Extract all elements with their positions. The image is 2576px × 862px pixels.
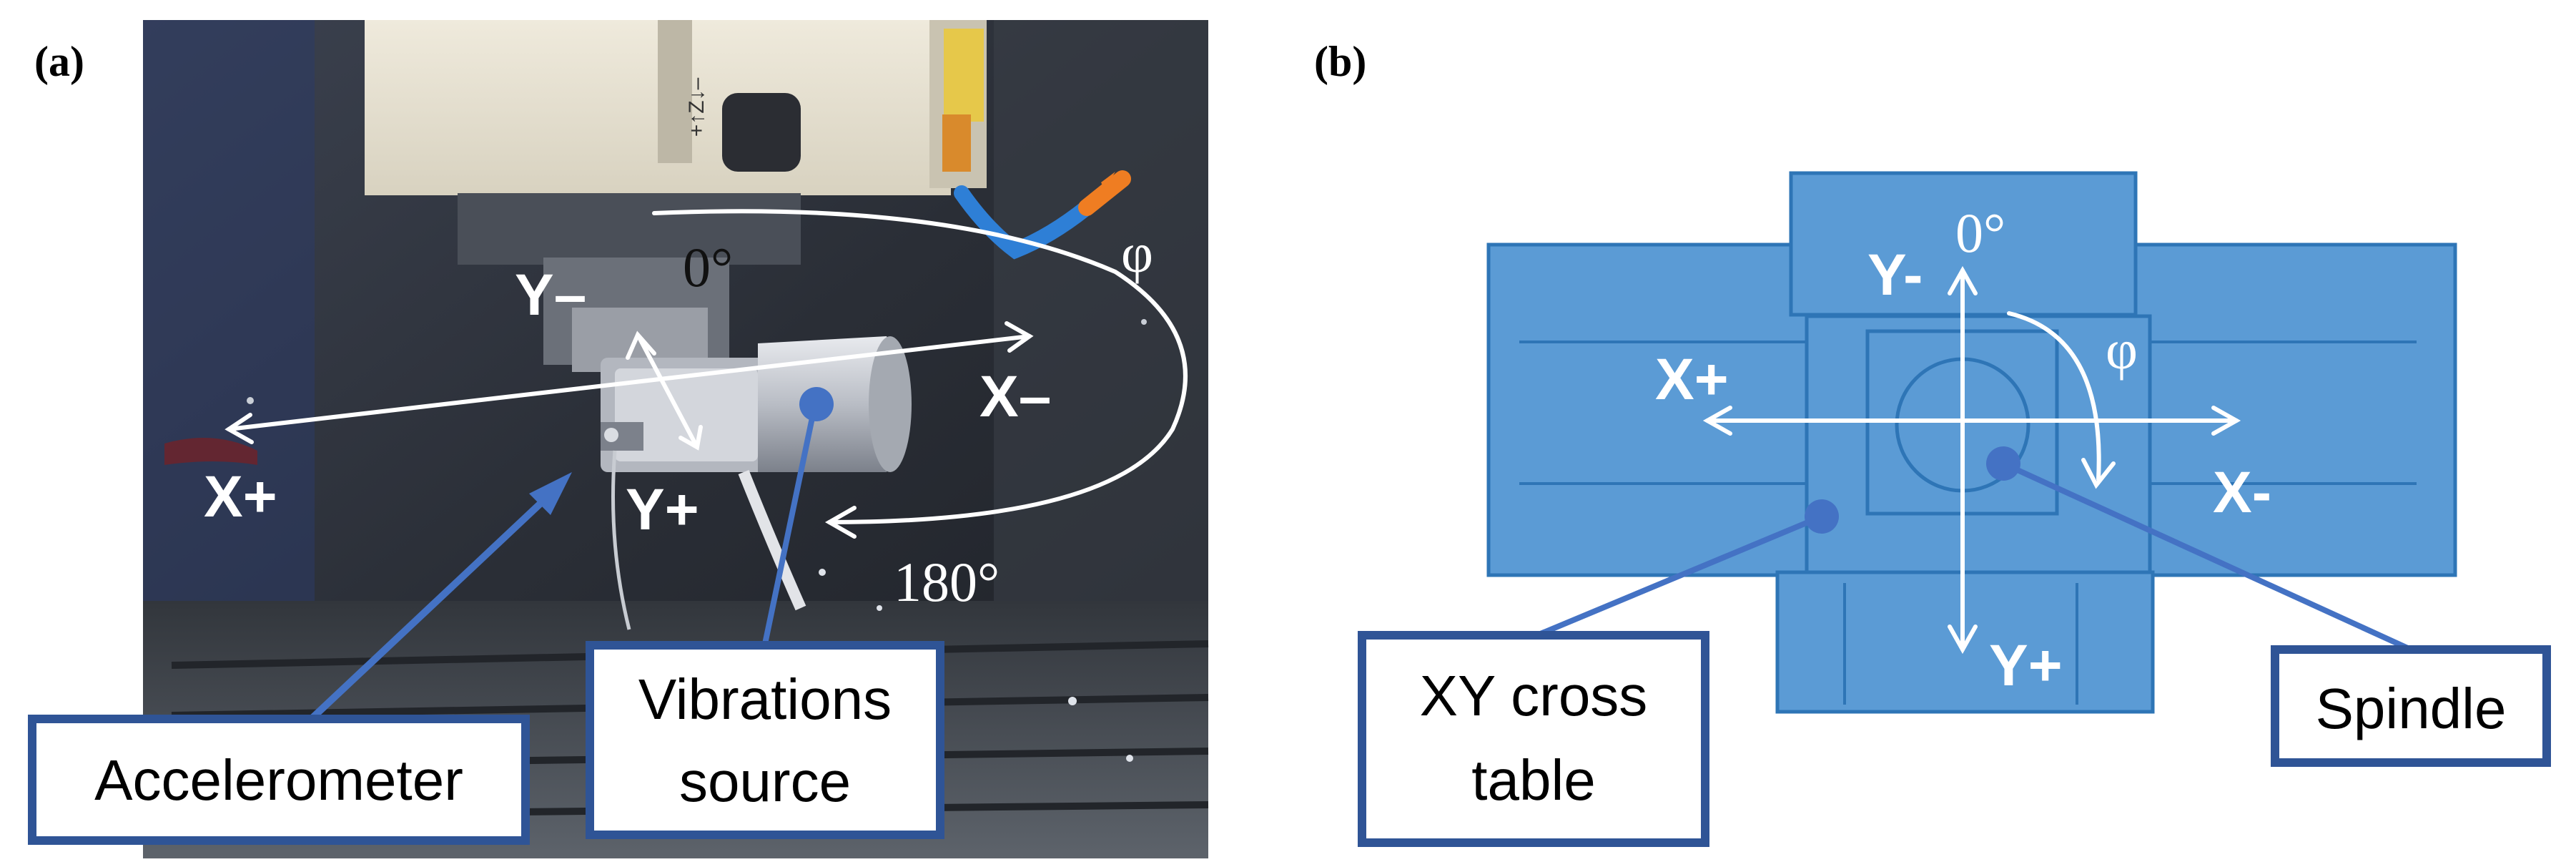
b-y-plus-label: Y+ [1989,633,2063,698]
cables [611,450,806,630]
xy-cross-table-callout: XY cross table [1358,631,1709,847]
panel-a-axes [224,209,1188,539]
b-x-plus-label: X+ [1655,347,1729,412]
b-y-minus-label: Y- [1867,243,1923,308]
panel-a-label: (a) [34,38,84,85]
x-minus-arrowhead [1005,321,1034,353]
vibrations-label-line2: source [679,750,851,813]
panel-b-callout-lines [1532,446,2412,652]
b-phi-label: φ [2106,318,2138,381]
b-y-plus-arrowhead [1948,625,1978,655]
vibration-source-marker [799,387,834,421]
xy-table-label-line1: XY cross [1420,664,1648,728]
xy-cross-table [1486,171,2457,714]
spindle-label: Spindle [2316,677,2507,740]
b-x-plus-arrowhead [1702,406,1732,436]
y-minus-arrowhead [626,330,656,360]
xy-table-label-line2: table [1471,748,1595,812]
spindle-callout: Spindle [2271,645,2551,767]
accelerometer-pointer-arrowhead [529,472,572,515]
phi-arrowhead [824,506,857,539]
a-x-minus-label: X– [979,364,1051,429]
a-phi-label: φ [1121,222,1153,284]
b-x-minus-label: X- [2213,460,2271,525]
y-axis-line [636,333,699,449]
panel-b-axes [1702,265,2241,655]
a-y-plus-label: Y+ [626,477,699,542]
b-zero-degree-label: 0° [1955,202,2005,264]
panel-b-label: (b) [1314,38,1367,85]
panel-a-callout-lines [305,387,834,725]
y-plus-arrowhead [678,425,703,451]
vibrations-label-line1: Vibrations [638,667,892,731]
accelerometer-callout: Accelerometer [28,715,530,845]
accelerometer-label: Accelerometer [94,748,463,812]
spindle-marker [1986,446,2020,481]
a-zero-degree-label: 0° [683,236,733,298]
machine-plate-text: +↑Z↓– [685,77,709,137]
xy-table-marker [1805,499,1839,534]
b-phi-arc [2007,311,2101,481]
b-phi-arrowhead [2081,458,2116,489]
b-x-minus-arrowhead [2211,406,2241,436]
machine-head: +↑Z↓– [365,20,987,195]
a-x-plus-label: X+ [204,464,277,529]
a-180-degree-label: 180° [894,551,1000,613]
x-plus-arrowhead [224,413,254,444]
vibrations-source-callout: Vibrations source [586,641,944,839]
coolant-hose [954,170,1131,260]
a-y-minus-label: Y– [515,263,586,328]
x-axis-line [227,334,1032,431]
b-y-minus-arrowhead [1948,265,1978,295]
spindle [458,193,801,372]
phi-arc [652,209,1188,524]
